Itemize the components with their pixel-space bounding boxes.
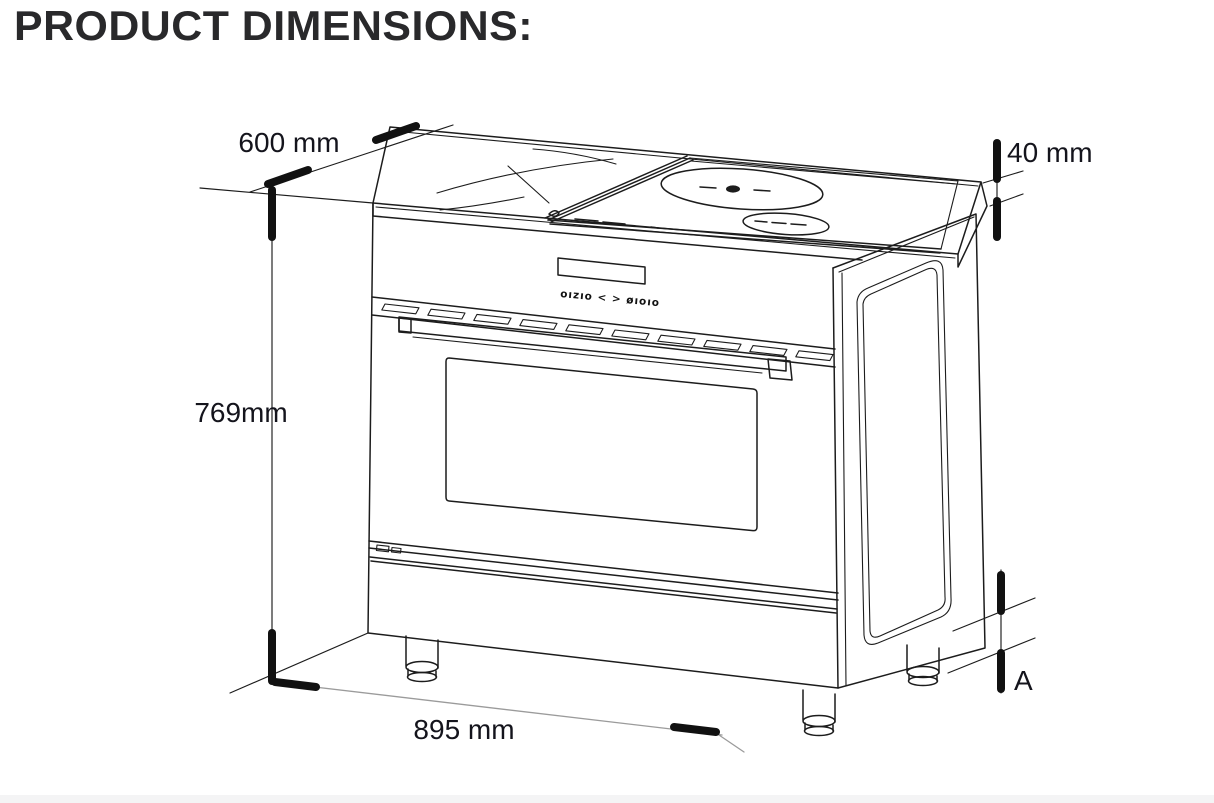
dimension-label-depth: 600 mm: [238, 127, 339, 158]
oven-door: [368, 316, 839, 601]
brand-logo-marks: [548, 210, 659, 229]
dimension-label-height: 769mm: [194, 397, 287, 428]
flexi-zone-marks: [436, 148, 617, 211]
dimension-height: 769mm: [194, 186, 369, 694]
page-title: PRODUCT DIMENSIONS:: [14, 2, 534, 49]
control-buttons-glyphs: oızıo < > øıoıo: [560, 288, 661, 309]
dimension-depth: 600 mm: [199, 122, 454, 204]
cooking-zone-small: [742, 212, 830, 236]
oven-door-handle: [398, 316, 793, 381]
dimension-leg-height: A: [947, 569, 1036, 696]
side-panel: [832, 213, 986, 689]
oven-window: [445, 357, 758, 532]
dimension-label-leg-height: A: [1014, 665, 1033, 696]
side-panel-inset: [856, 260, 952, 645]
dimension-label-width: 895 mm: [413, 714, 514, 745]
page-footer-band: [0, 795, 1214, 803]
storage-drawer: [369, 544, 838, 614]
vent-strip: [371, 303, 836, 368]
legs: [405, 635, 940, 737]
dimension-width: 895 mm: [271, 678, 745, 753]
leg-front-left: [405, 635, 439, 683]
dimension-label-glass-height: 40 mm: [1007, 137, 1093, 168]
leg-back-right: [906, 644, 940, 687]
cooktop-glass: [436, 148, 959, 254]
display-window: [557, 257, 646, 285]
cooking-zone-large: [660, 167, 824, 211]
drawer-badge: [375, 544, 402, 554]
cooker-body: [367, 202, 847, 689]
leg-front-right: [802, 689, 836, 737]
dimension-glass-height: 40 mm: [982, 137, 1093, 241]
